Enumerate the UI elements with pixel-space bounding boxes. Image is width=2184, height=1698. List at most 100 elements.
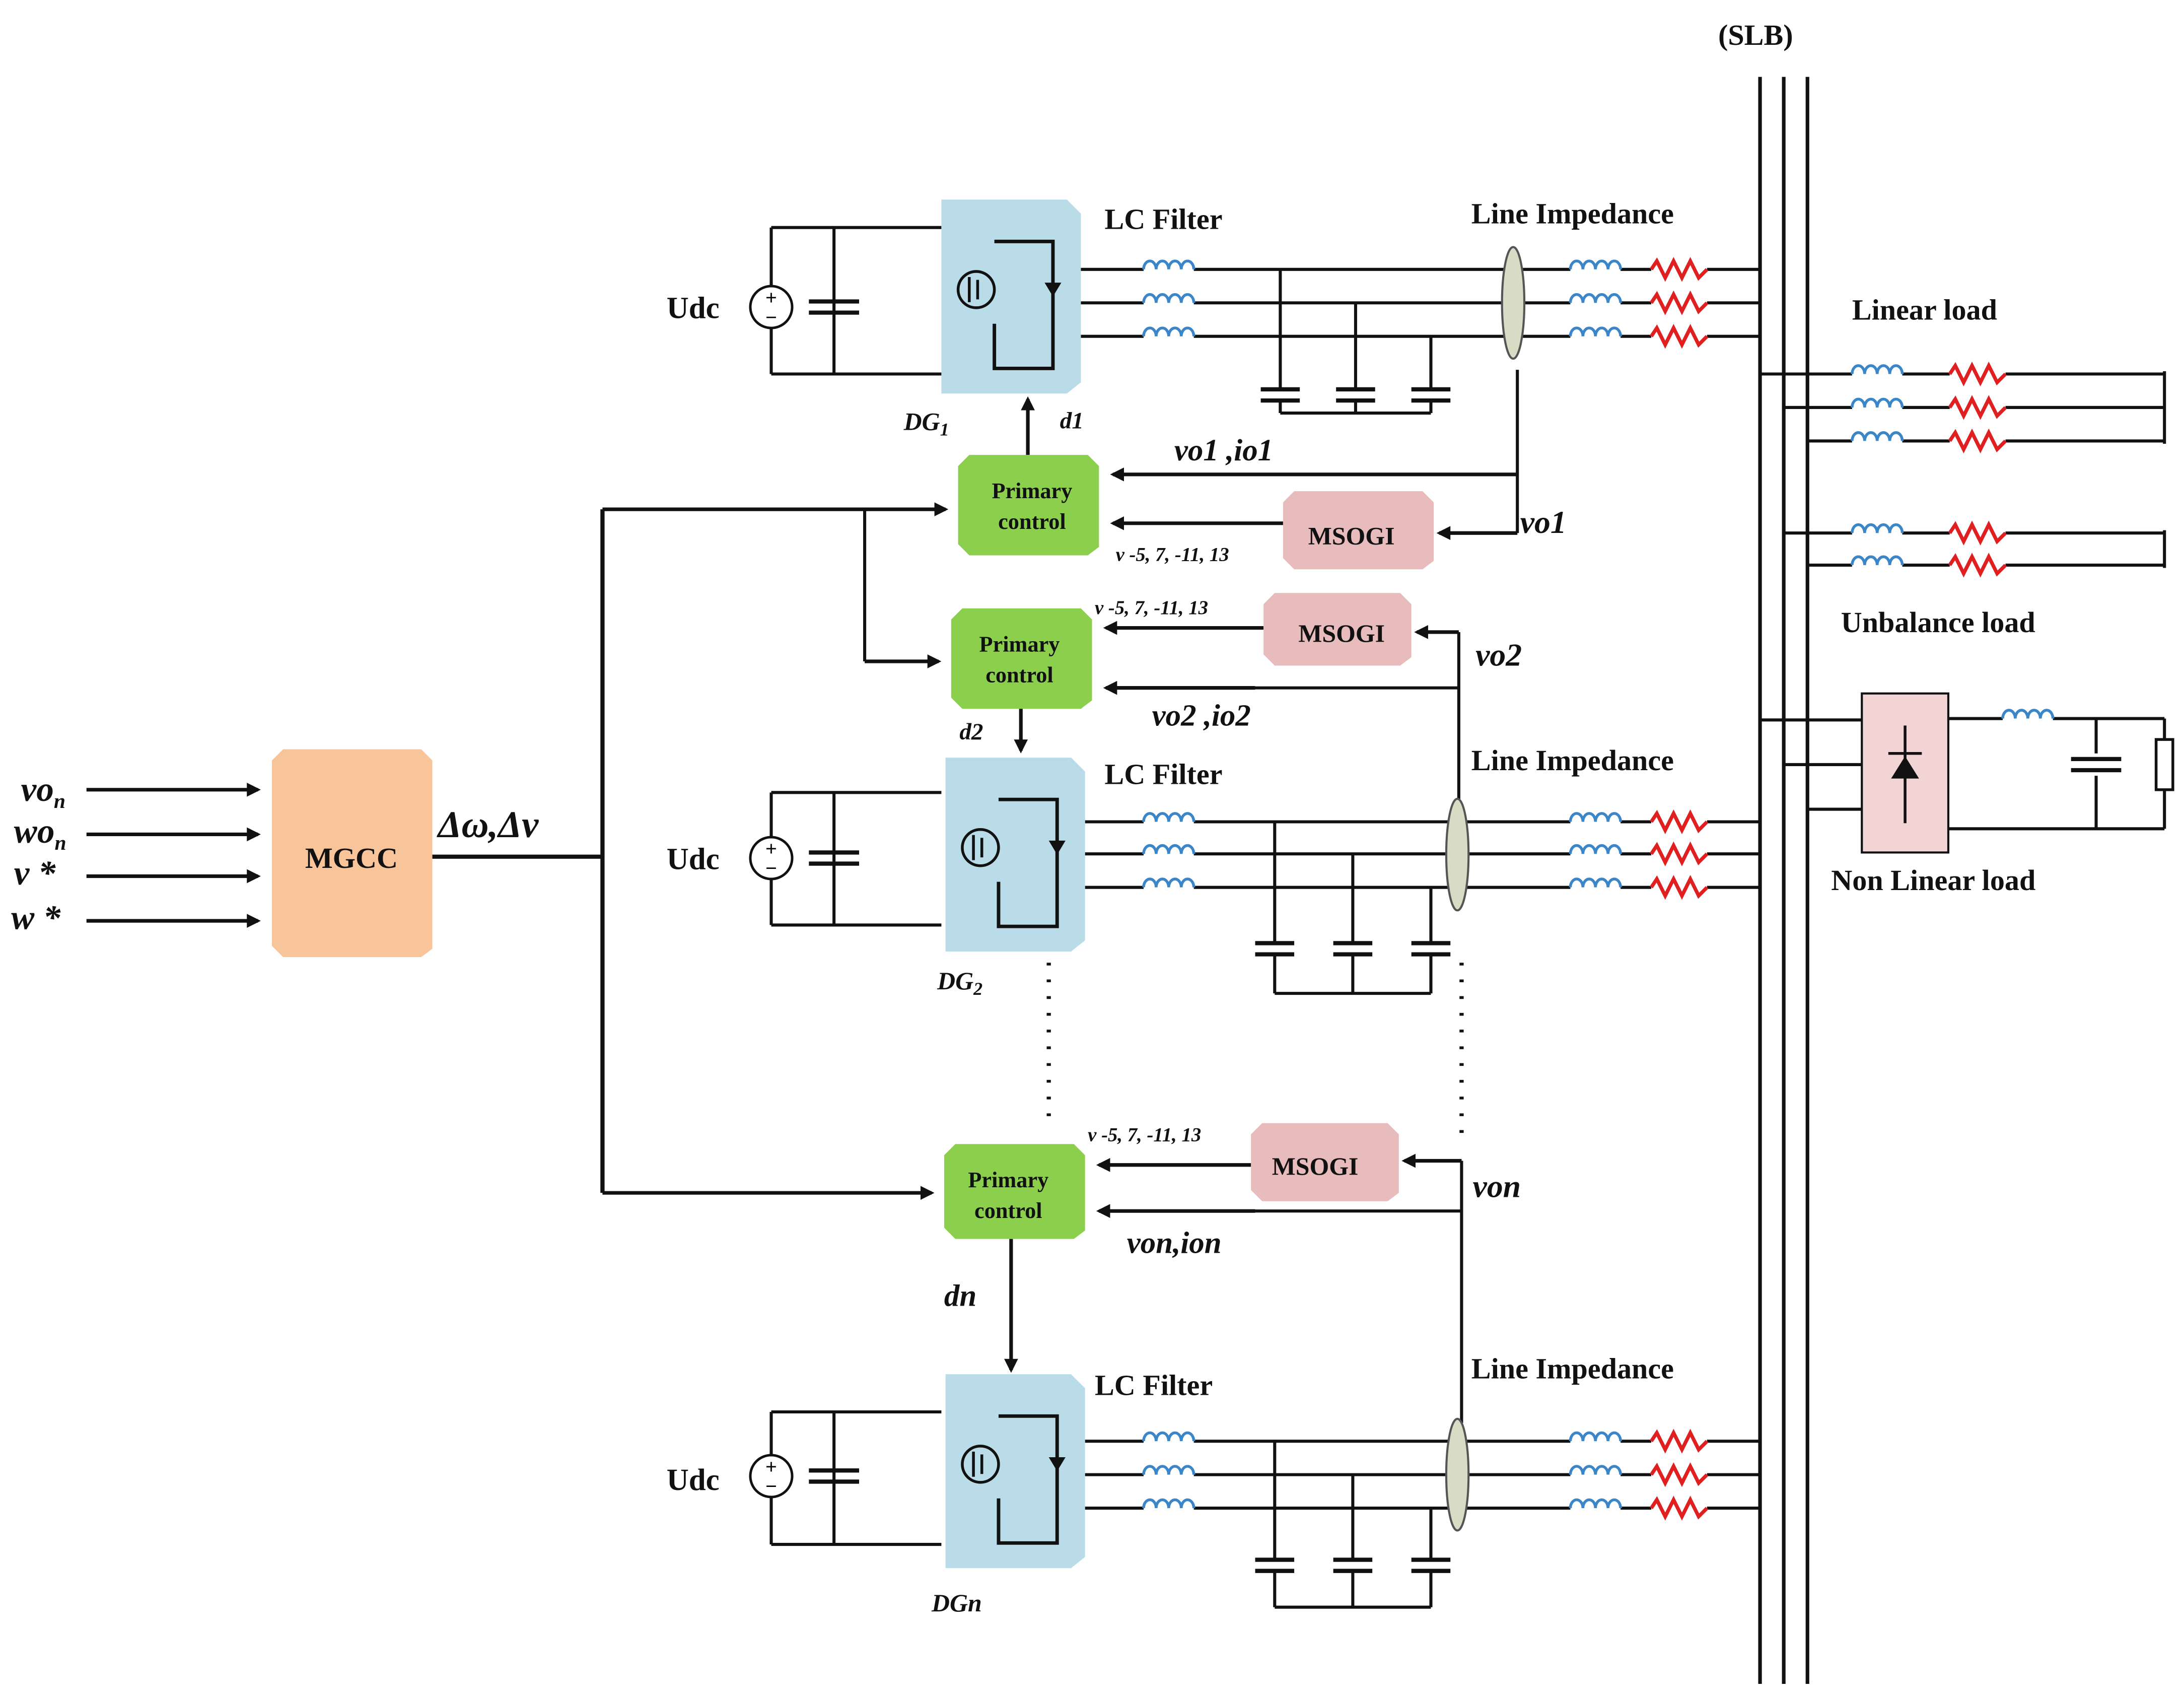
udc-label-1: Udc	[667, 292, 720, 325]
dg1-dc-source-icon: +−	[749, 285, 794, 329]
vio1-label: vo1 ,io1	[1174, 434, 1273, 467]
wiring-layer	[86, 77, 2166, 1684]
dg1-line-resistor-1-icon	[1650, 257, 1709, 282]
dg1-filter-capacitor-1-icon	[1260, 387, 1300, 403]
pc1-line2: control	[998, 509, 1066, 534]
coil-path	[1142, 293, 1195, 303]
dgn-converter	[945, 1374, 1085, 1569]
rectifier-diode-icon	[1891, 756, 1919, 779]
dg2-line-resistor-3-icon	[1650, 874, 1709, 900]
dg1-label: DG1	[903, 407, 949, 439]
coil-path	[1569, 844, 1622, 854]
dg2-line-resistor-1-icon	[1650, 809, 1709, 835]
dg2-line-resistor-2-icon	[1650, 841, 1709, 866]
msogi-n-label: MSOGI	[1272, 1152, 1359, 1180]
mgcc-inputs: von won v * w *	[11, 770, 66, 937]
coil-path	[1851, 555, 1904, 566]
mgcc-input-3: v *	[14, 853, 56, 892]
dg1-line-inductor-2-icon	[1569, 293, 1622, 303]
udc-label-2: Udc	[667, 843, 720, 876]
linear-load-inductor-3-icon	[1851, 431, 1904, 441]
dg2-line-inductor-2-icon	[1569, 844, 1622, 854]
plus: +	[765, 287, 777, 309]
coil-path	[1569, 293, 1622, 303]
converter-box	[945, 758, 1085, 952]
dgn-line-inductor-2-icon	[1569, 1465, 1622, 1475]
vio2-label: vo2 ,io2	[1152, 699, 1251, 732]
harmonics-label-1: v -5, 7, -11, 13	[1116, 544, 1229, 566]
dg1-line-resistor-2-icon	[1650, 290, 1709, 315]
dg1-filter-capacitor-3-icon	[1411, 387, 1451, 403]
igbt-icon	[961, 828, 1000, 867]
coil-path	[1569, 259, 1622, 269]
minus: −	[765, 307, 777, 328]
msogi-2: MSOGI	[1263, 593, 1412, 666]
coil-path	[1142, 259, 1195, 269]
dg1-converter	[941, 199, 1081, 394]
msogi-n: MSOGI	[1251, 1123, 1399, 1201]
vo1-label: vo1	[1520, 504, 1567, 540]
harmonics-label-n: v -5, 7, -11, 13	[1088, 1124, 1201, 1146]
dgn-filter-inductor-1-icon	[1142, 1431, 1195, 1442]
primary-control-n: Primary control	[944, 1144, 1085, 1239]
dgn-filter-capacitor-1-icon	[1255, 1557, 1295, 1573]
diode-icon	[1048, 840, 1066, 855]
vo2-label: vo2	[1475, 637, 1522, 672]
coil-path	[1569, 1498, 1622, 1509]
unbalance-load-resistor-2-icon	[1948, 553, 2007, 578]
dg2-dc-capacitor-icon	[809, 850, 859, 866]
coil-path	[1851, 397, 1904, 408]
coil-path	[1569, 812, 1622, 822]
coil-path	[1569, 877, 1622, 888]
dgn-line-resistor-1-icon	[1650, 1429, 1709, 1454]
source-circle	[749, 1454, 794, 1499]
dgn-filter-inductor-3-icon	[1142, 1498, 1195, 1509]
dgn-line-inductor-3-icon	[1569, 1498, 1622, 1509]
dgn-filter-capacitor-2-icon	[1333, 1557, 1373, 1573]
pc2-line1: Primary	[979, 632, 1060, 657]
coil-path	[1851, 431, 1904, 441]
vion-label: von,ion	[1127, 1226, 1222, 1260]
pc2-line2: control	[985, 663, 1053, 688]
coil-path	[1142, 812, 1195, 822]
dg2-line-inductor-1-icon	[1569, 812, 1622, 822]
source-circle	[749, 285, 794, 329]
mgcc-input-2: won	[14, 811, 66, 854]
dgn-filter-capacitor-3-icon	[1411, 1557, 1451, 1573]
unbalance-load-label: Unbalance load	[1841, 606, 2035, 639]
coil-path	[1142, 844, 1195, 854]
d2-label: d2	[959, 719, 983, 745]
dgn-line-resistor-3-icon	[1650, 1496, 1709, 1521]
pc1-line1: Primary	[992, 479, 1072, 503]
lc-filter-label-1: LC Filter	[1104, 202, 1222, 235]
switch-loop	[997, 1414, 1059, 1545]
mgcc-input-4: w *	[11, 898, 60, 937]
plus: +	[765, 1456, 777, 1478]
igbt-icon	[956, 270, 996, 309]
msogi-1: MSOGI	[1283, 491, 1434, 570]
dg2-label: DG2	[937, 967, 982, 999]
dgn-dc-capacitor-icon	[809, 1468, 859, 1484]
igbt-icon	[961, 1445, 1000, 1484]
pcn-line1: Primary	[968, 1168, 1048, 1192]
dg2-current-sensor-icon	[1445, 797, 1470, 912]
mgcc-output-label: Δω,Δv	[437, 804, 539, 846]
diode-icon	[1048, 1457, 1066, 1471]
coil-path	[1569, 1465, 1622, 1475]
linear-load-resistor-2-icon	[1948, 395, 2007, 420]
line-impedance-label-2: Line Impedance	[1471, 744, 1674, 777]
lc-filter-label-2: LC Filter	[1104, 758, 1222, 791]
line-impedance-label-1: Line Impedance	[1471, 197, 1674, 230]
coil-path	[1142, 877, 1195, 888]
linear-load-resistor-1-icon	[1948, 361, 2007, 387]
plus: +	[765, 838, 777, 860]
minus: −	[765, 858, 777, 879]
dg2-filter-capacitor-3-icon	[1411, 941, 1451, 957]
dg2-line-inductor-3-icon	[1569, 877, 1622, 888]
dg2-filter-capacitor-1-icon	[1255, 941, 1295, 957]
dg1-line-inductor-1-icon	[1569, 259, 1622, 269]
harmonics-label-2: v -5, 7, -11, 13	[1095, 597, 1208, 619]
unbalance-load-inductor-2-icon	[1851, 555, 1904, 566]
unbalance-load-resistor-1-icon	[1948, 520, 2007, 546]
